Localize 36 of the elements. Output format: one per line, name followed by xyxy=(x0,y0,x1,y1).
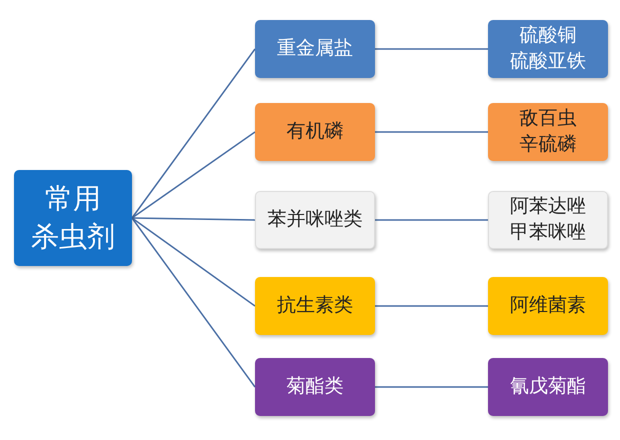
node-text: 阿苯达唑 xyxy=(510,194,586,220)
node-text: 氰戊菊酯 xyxy=(510,374,586,400)
connector-line xyxy=(375,305,488,307)
item-box xyxy=(488,103,608,161)
item-box xyxy=(488,191,608,249)
category-box xyxy=(255,103,375,161)
category-box xyxy=(255,191,375,249)
node-text: 有机磷 xyxy=(286,119,344,144)
node-text: 抗生素类 xyxy=(277,293,353,318)
node-text: 菊酯类 xyxy=(286,374,344,400)
connector-line xyxy=(375,48,488,50)
connector-line xyxy=(375,219,488,221)
connector-line xyxy=(375,131,488,133)
connector-line xyxy=(132,217,256,221)
category-box xyxy=(255,277,375,335)
connector-line xyxy=(131,48,256,218)
item-box xyxy=(488,20,608,78)
item-box xyxy=(488,358,608,416)
node-text: 重金属盐 xyxy=(277,36,353,62)
node-text: 杀虫剂 xyxy=(31,219,115,255)
connector-line xyxy=(132,131,256,219)
category-box xyxy=(255,20,375,78)
connector-line xyxy=(375,386,488,388)
node-text: 辛硫磷 xyxy=(520,132,576,157)
connector-line xyxy=(131,218,256,388)
item-box xyxy=(488,277,608,335)
node-text: 硫酸铜 xyxy=(520,23,576,48)
node-text: 硫酸亚铁 xyxy=(510,49,586,74)
root-box xyxy=(14,170,132,266)
node-text: 甲苯咪唑 xyxy=(510,220,586,245)
connector-line xyxy=(132,217,256,307)
node-text: 苯并咪唑类 xyxy=(268,207,362,232)
node-text: 阿维菌素 xyxy=(510,293,586,318)
node-text: 敌百虫 xyxy=(520,106,576,132)
node-text: 常用 xyxy=(45,181,101,218)
category-box xyxy=(255,358,375,416)
